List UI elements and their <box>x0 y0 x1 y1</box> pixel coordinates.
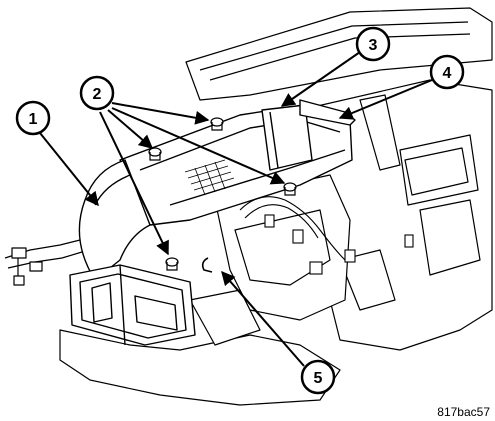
leader-3 <box>280 51 361 107</box>
leader-2c <box>111 107 286 185</box>
leader-2a <box>111 102 210 125</box>
callout-3: 3 <box>355 26 391 62</box>
svg-text:4: 4 <box>443 65 452 82</box>
svg-text:3: 3 <box>369 37 378 54</box>
fasteners <box>148 117 297 271</box>
instrument-panel-background <box>4 7 493 406</box>
screw-right <box>283 182 297 196</box>
leader-1 <box>39 132 99 207</box>
retaining-clip <box>201 257 213 273</box>
figure-id: 817bac57 <box>437 405 490 419</box>
svg-text:1: 1 <box>29 111 38 128</box>
leader-2d <box>99 111 169 256</box>
screw-top-left <box>148 147 162 161</box>
screw-top-center <box>210 117 224 131</box>
callout-4: 4 <box>429 54 465 90</box>
svg-text:5: 5 <box>314 370 323 387</box>
leader-2b <box>107 109 154 149</box>
wiring-harness <box>239 196 414 275</box>
duct-assembly <box>69 99 356 346</box>
callout-2: 2 <box>79 75 115 111</box>
leader-5 <box>221 270 305 367</box>
screw-bottom <box>165 257 179 271</box>
svg-text:2: 2 <box>93 86 102 103</box>
leader-4 <box>338 79 433 120</box>
callout-1: 1 <box>15 100 51 136</box>
duct-grille <box>184 159 235 196</box>
callout-5: 5 <box>300 359 336 395</box>
leader-lines <box>39 51 433 367</box>
